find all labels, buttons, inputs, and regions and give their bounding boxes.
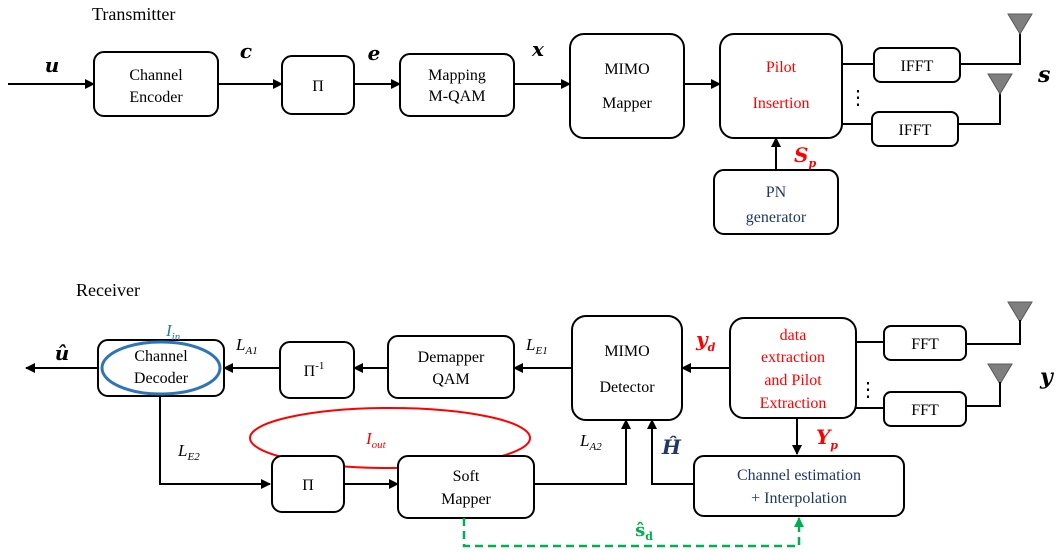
iout-highlight-ellipse: [249, 407, 531, 469]
y-signal-label: y: [1039, 364, 1055, 390]
channel-encoder-label-line1: Channel: [129, 67, 183, 84]
rx-antenna2-line: [966, 382, 1001, 407]
mimo-mapper-label-line2: Mapper: [602, 95, 652, 112]
tx-antenna-icon-1: [1007, 13, 1033, 35]
mimo-detector-label-line2: Detector: [599, 379, 655, 396]
channel-estimation-block: Channel estimation + Interpolation: [693, 455, 905, 517]
rx-antenna1-line: [966, 320, 1021, 345]
pilot-insertion-label-line1: Pilot: [766, 59, 797, 76]
yd-signal-label: yd: [695, 327, 716, 354]
mapping-mqam-block: Mapping M-QAM: [399, 53, 515, 117]
ifft-label-2: IFFT: [899, 122, 932, 139]
tx-antenna-icon-2: [987, 73, 1013, 95]
receiver-section-label: Receiver: [76, 280, 140, 300]
x-signal-label: x: [531, 37, 545, 61]
sp-signal-label: Sp: [794, 143, 816, 170]
demapper-label-line1: Demapper: [418, 349, 485, 366]
mimo-detector-label-line1: MIMO: [604, 343, 649, 360]
sd-hat-signal-label: ŝd: [635, 520, 653, 543]
la2-signal-label: LA2: [579, 431, 602, 453]
channel-encoder-block: Channel Encoder: [93, 51, 219, 117]
ifft-block-2: IFFT: [871, 111, 959, 147]
pn-generator-label-line1: PN: [766, 184, 787, 201]
tx-interleaver-block: Π: [281, 55, 355, 115]
fft-block-2: FFT: [883, 391, 967, 427]
rx-ellipsis: ⋮: [858, 379, 878, 401]
ifft-label-1: IFFT: [901, 58, 934, 75]
e-signal-label: e: [368, 41, 381, 65]
mapping-label-line2: M-QAM: [429, 88, 486, 105]
demapper-qam-block: Demapper QAM: [387, 335, 515, 399]
s-signal-label: s: [1037, 62, 1050, 88]
soft-mapper-label-line2: Mapper: [441, 491, 491, 508]
yp-signal-label: Yp: [816, 425, 838, 452]
transmitter-section-label: Transmitter: [92, 4, 175, 24]
le1-signal-label: LE1: [525, 335, 548, 357]
mimo-detector-block: MIMO Detector: [571, 315, 683, 421]
le2-signal-label: LE2: [177, 441, 200, 463]
la2-path: [534, 419, 631, 485]
extraction-label-line4: Extraction: [760, 395, 827, 412]
fft-label-2: FFT: [911, 402, 939, 419]
sd-hat-feedback-path: [462, 517, 804, 548]
pilot-insertion-label-line2: Insertion: [753, 95, 810, 112]
rx-interleaver-label: Π: [302, 477, 314, 494]
h-hat-path: [647, 419, 694, 485]
tx-ellipsis: ⋮: [848, 87, 868, 109]
channel-decoder-block: Channel Decoder: [97, 339, 225, 397]
iin-label: Iin: [165, 321, 181, 343]
channel-decoder-label-line2: Decoder: [134, 370, 189, 387]
demapper-label-line2: QAM: [432, 371, 469, 388]
ifft2-to-antenna-line: [958, 90, 1001, 125]
extraction-label-line1: data: [780, 327, 807, 344]
h-hat-signal-label: Ĥ: [661, 435, 682, 459]
deinterleaver-label: Π-1: [304, 360, 325, 380]
rx-interleaver-block: Π: [271, 455, 345, 513]
c-signal-label: c: [240, 39, 252, 63]
mapping-label-line1: Mapping: [428, 67, 486, 84]
channel-estimation-label-line1: Channel estimation: [737, 467, 861, 484]
pn-generator-block: PN generator: [713, 169, 839, 235]
la1-signal-label: LA1: [235, 335, 258, 357]
pilot-insertion-block: Pilot Insertion: [719, 33, 843, 139]
tx-interleaver-label: Π: [312, 78, 324, 95]
channel-decoder-label-line1: Channel: [134, 348, 188, 365]
ifft-block-1: IFFT: [873, 47, 961, 83]
u-hat-signal-label: û: [55, 341, 70, 365]
soft-mapper-block: Soft Mapper: [397, 455, 535, 519]
data-extraction-block: data extraction and Pilot Extraction: [729, 317, 857, 419]
fft-label-1: FFT: [911, 336, 939, 353]
channel-estimation-label-line2: + Interpolation: [751, 490, 847, 507]
rx-antenna-icon-2: [987, 363, 1013, 385]
iout-label: Iout: [365, 429, 387, 451]
extraction-label-line2: extraction: [761, 349, 825, 366]
fft-block-1: FFT: [883, 325, 967, 361]
decoder-highlight-ellipse: [100, 340, 222, 396]
u-signal-label: u: [45, 53, 60, 77]
le2-path: [159, 396, 271, 489]
mimo-mapper-label-line1: MIMO: [604, 61, 649, 78]
pn-generator-label-line2: generator: [746, 209, 807, 226]
mimo-mapper-block: MIMO Mapper: [569, 33, 685, 139]
deinterleaver-block: Π-1: [279, 341, 355, 399]
channel-encoder-label-line2: Encoder: [129, 89, 183, 106]
extraction-label-line3: and Pilot: [764, 372, 822, 389]
rx-antenna-icon-1: [1007, 301, 1033, 323]
ifft1-to-antenna-line: [960, 30, 1021, 65]
soft-mapper-label-line1: Soft: [453, 468, 480, 485]
